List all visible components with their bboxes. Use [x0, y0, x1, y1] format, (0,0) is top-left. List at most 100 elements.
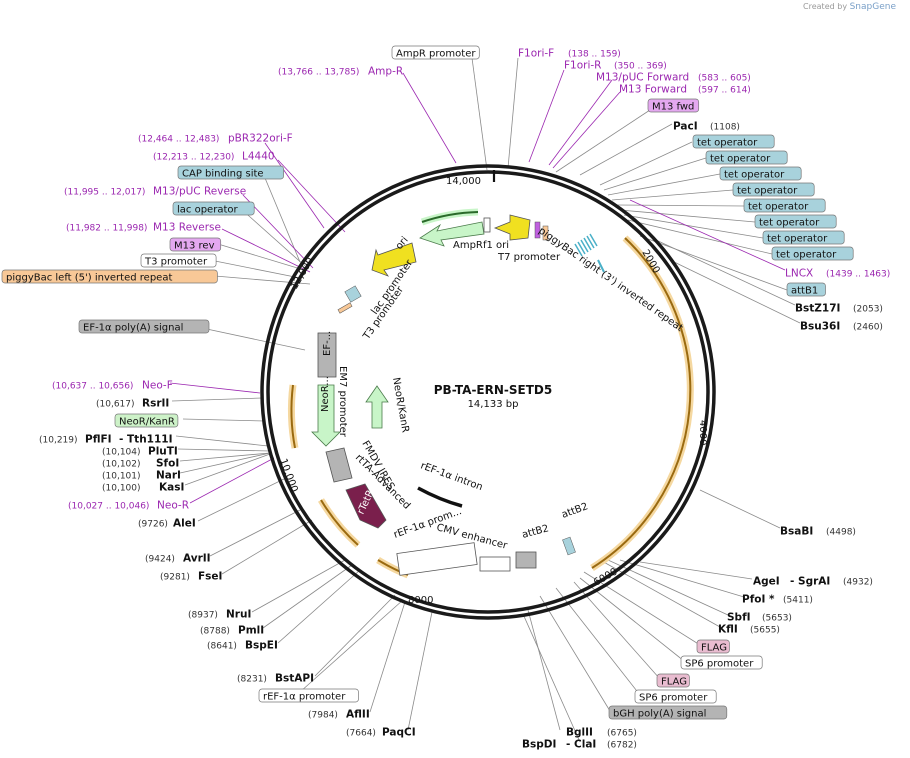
label-enzyme-66: AvrII: [183, 553, 211, 565]
label-box-90: SP6 promoter: [639, 693, 708, 704]
label-primer-1: F1ori-F: [518, 48, 554, 60]
label-enzyme-83: BspEI: [245, 640, 278, 652]
inner-label-1: f1 ori: [483, 240, 509, 251]
ori-outer-arc: [420, 208, 479, 226]
inner-label-13: attB2: [521, 523, 550, 541]
label-enzyme-72: PfoI *: [742, 594, 775, 606]
f1-ori-arrow: [493, 214, 531, 241]
label-box-25: [172, 201, 255, 216]
plasmid-name: PB-TA-ERN-SETD5: [434, 383, 552, 397]
label-box-84: FLAG: [701, 643, 727, 654]
label-pos-91: (7984): [308, 711, 338, 721]
label-enzyme-56: NarI: [156, 470, 181, 482]
label-primer_pos-59: (10,027 .. 10,046): [68, 502, 149, 512]
label-pos-13: (1108): [710, 123, 740, 133]
label-box-47: [114, 413, 179, 428]
label-box-33: T3 promoter: [144, 257, 208, 268]
label-enzyme-52: PluTI: [148, 446, 178, 458]
label-primer-10: Amp-R: [368, 66, 403, 78]
label-primer-18: L4440: [242, 151, 275, 163]
inner-label-18: NeoR...: [320, 376, 331, 412]
label-box-32: tet operator: [776, 250, 837, 261]
label-primer_pos-9: (13,766 .. 13,785): [278, 68, 359, 78]
label-box-20: CAP binding site: [182, 169, 264, 180]
rtta-outer-arc-core: [591, 237, 692, 569]
label-pos-94: (7664): [346, 729, 376, 739]
label-box-21: tet operator: [724, 170, 785, 181]
label-pos-48: (10,219): [39, 436, 78, 446]
label-box-89: rEF-1α promoter: [263, 692, 346, 703]
label-primer_pos-8: (597 .. 614): [698, 86, 751, 96]
label-box-85: [680, 655, 763, 670]
label-enzyme-70: - SgrAI: [790, 576, 830, 588]
label-box-37: [786, 282, 826, 297]
created-by-label: Created by: [803, 2, 848, 11]
label-enzyme-38: BstZ17I: [795, 303, 840, 315]
label-box-31: [762, 230, 845, 245]
label-box-42: [78, 319, 210, 334]
label-enzyme-92: AflII: [346, 709, 370, 721]
inner-label-6: EM7 promoter: [337, 366, 348, 438]
left-outer-arc-3-core: [377, 559, 409, 576]
label-box-88: FLAG: [661, 677, 687, 688]
label-box-0: [391, 45, 480, 60]
label-pos-67: (9281): [160, 573, 190, 583]
left-outer-arc-2-core: [320, 499, 359, 546]
tet-operator-bars: [574, 233, 598, 257]
tick-4000: 4000: [697, 420, 708, 445]
label-box-84: [696, 639, 730, 654]
label-enzyme-79: PmlI: [238, 625, 264, 637]
ampr-arrow: [419, 221, 485, 247]
label-enzyme-58: KasI: [159, 482, 184, 494]
lac-operator-box: [344, 285, 362, 303]
label-box-29: tet operator: [759, 218, 820, 229]
label-primer-23: M13/pUC Reverse: [153, 186, 246, 198]
label-leader-lines: [169, 57, 801, 743]
tick-14000: 14,000: [446, 176, 481, 187]
label-enzyme-49: PflFI: [85, 434, 112, 446]
label-enzyme-75: NruI: [226, 609, 251, 621]
label-pos-97: (6765): [607, 729, 637, 739]
label-primer-3: F1ori-R: [564, 60, 601, 72]
inner-label-2: T7 promoter: [497, 252, 561, 263]
label-pos-78: (8788): [200, 627, 230, 637]
snapgene-logo-text: SnapGene: [849, 2, 896, 12]
label-box-37: attB1: [791, 286, 818, 297]
ampr-promoter-box: [483, 217, 491, 233]
label-primer-15: pBR322ori-F: [228, 133, 293, 145]
label-box-30: M13 rev: [174, 241, 215, 252]
inner-label-17: EF-...: [322, 331, 333, 356]
label-pos-39: (2053): [853, 305, 883, 315]
label-box-26: [743, 198, 826, 213]
label-box-19: [705, 150, 788, 165]
label-pos-86: (8231): [237, 675, 267, 685]
label-primer_pos-35: (1439 .. 1463): [826, 270, 890, 280]
rtetr-arrow: [345, 483, 387, 529]
label-primer-5: M13/pUC Forward: [596, 72, 689, 84]
label-pos-51: (10,104): [102, 448, 141, 458]
tick-10000: 10,000: [277, 457, 299, 494]
left-outer-arc-1-core: [290, 384, 296, 449]
neor-kanr-inner-arrow: [365, 385, 389, 429]
label-enzyme-46: RsrII: [142, 398, 169, 410]
ref1a-promoter-box: [396, 542, 478, 576]
tick-12000: 12,000: [289, 256, 316, 292]
label-enzyme-68: FseI: [198, 571, 222, 583]
label-box-30: [169, 237, 222, 252]
t7-promoter-box: [534, 221, 541, 239]
label-box-90: [634, 689, 717, 704]
ori-arrow: [371, 242, 417, 277]
label-enzyme-63: BsaBI: [780, 526, 813, 538]
label-pos-61: (9726): [138, 520, 168, 530]
backbone: [260, 164, 716, 620]
label-box-11: [647, 98, 700, 113]
label-enzyme-98: BspDI: [522, 739, 556, 751]
inner-label-10: rEF-1α intron: [419, 460, 484, 493]
label-pos-71: (4932): [843, 578, 873, 588]
label-box-36: [1, 269, 218, 284]
label-primer-34: LNCX: [785, 268, 813, 280]
piggybac-right-box: [542, 225, 549, 241]
label-box-29: [754, 214, 837, 229]
